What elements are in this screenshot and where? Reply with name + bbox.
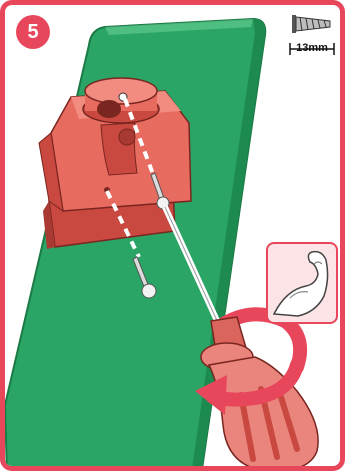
mounting-bracket: [39, 78, 191, 249]
screw-icon: [284, 9, 340, 65]
screw-size-callout: 13mm: [284, 9, 340, 65]
flexed-arm-strength-icon: [268, 244, 336, 322]
strength-callout: [266, 242, 338, 324]
screw-length-label: 13mm: [284, 42, 340, 54]
assembly-illustration: [5, 5, 345, 471]
step-number-badge: 5: [16, 15, 50, 49]
